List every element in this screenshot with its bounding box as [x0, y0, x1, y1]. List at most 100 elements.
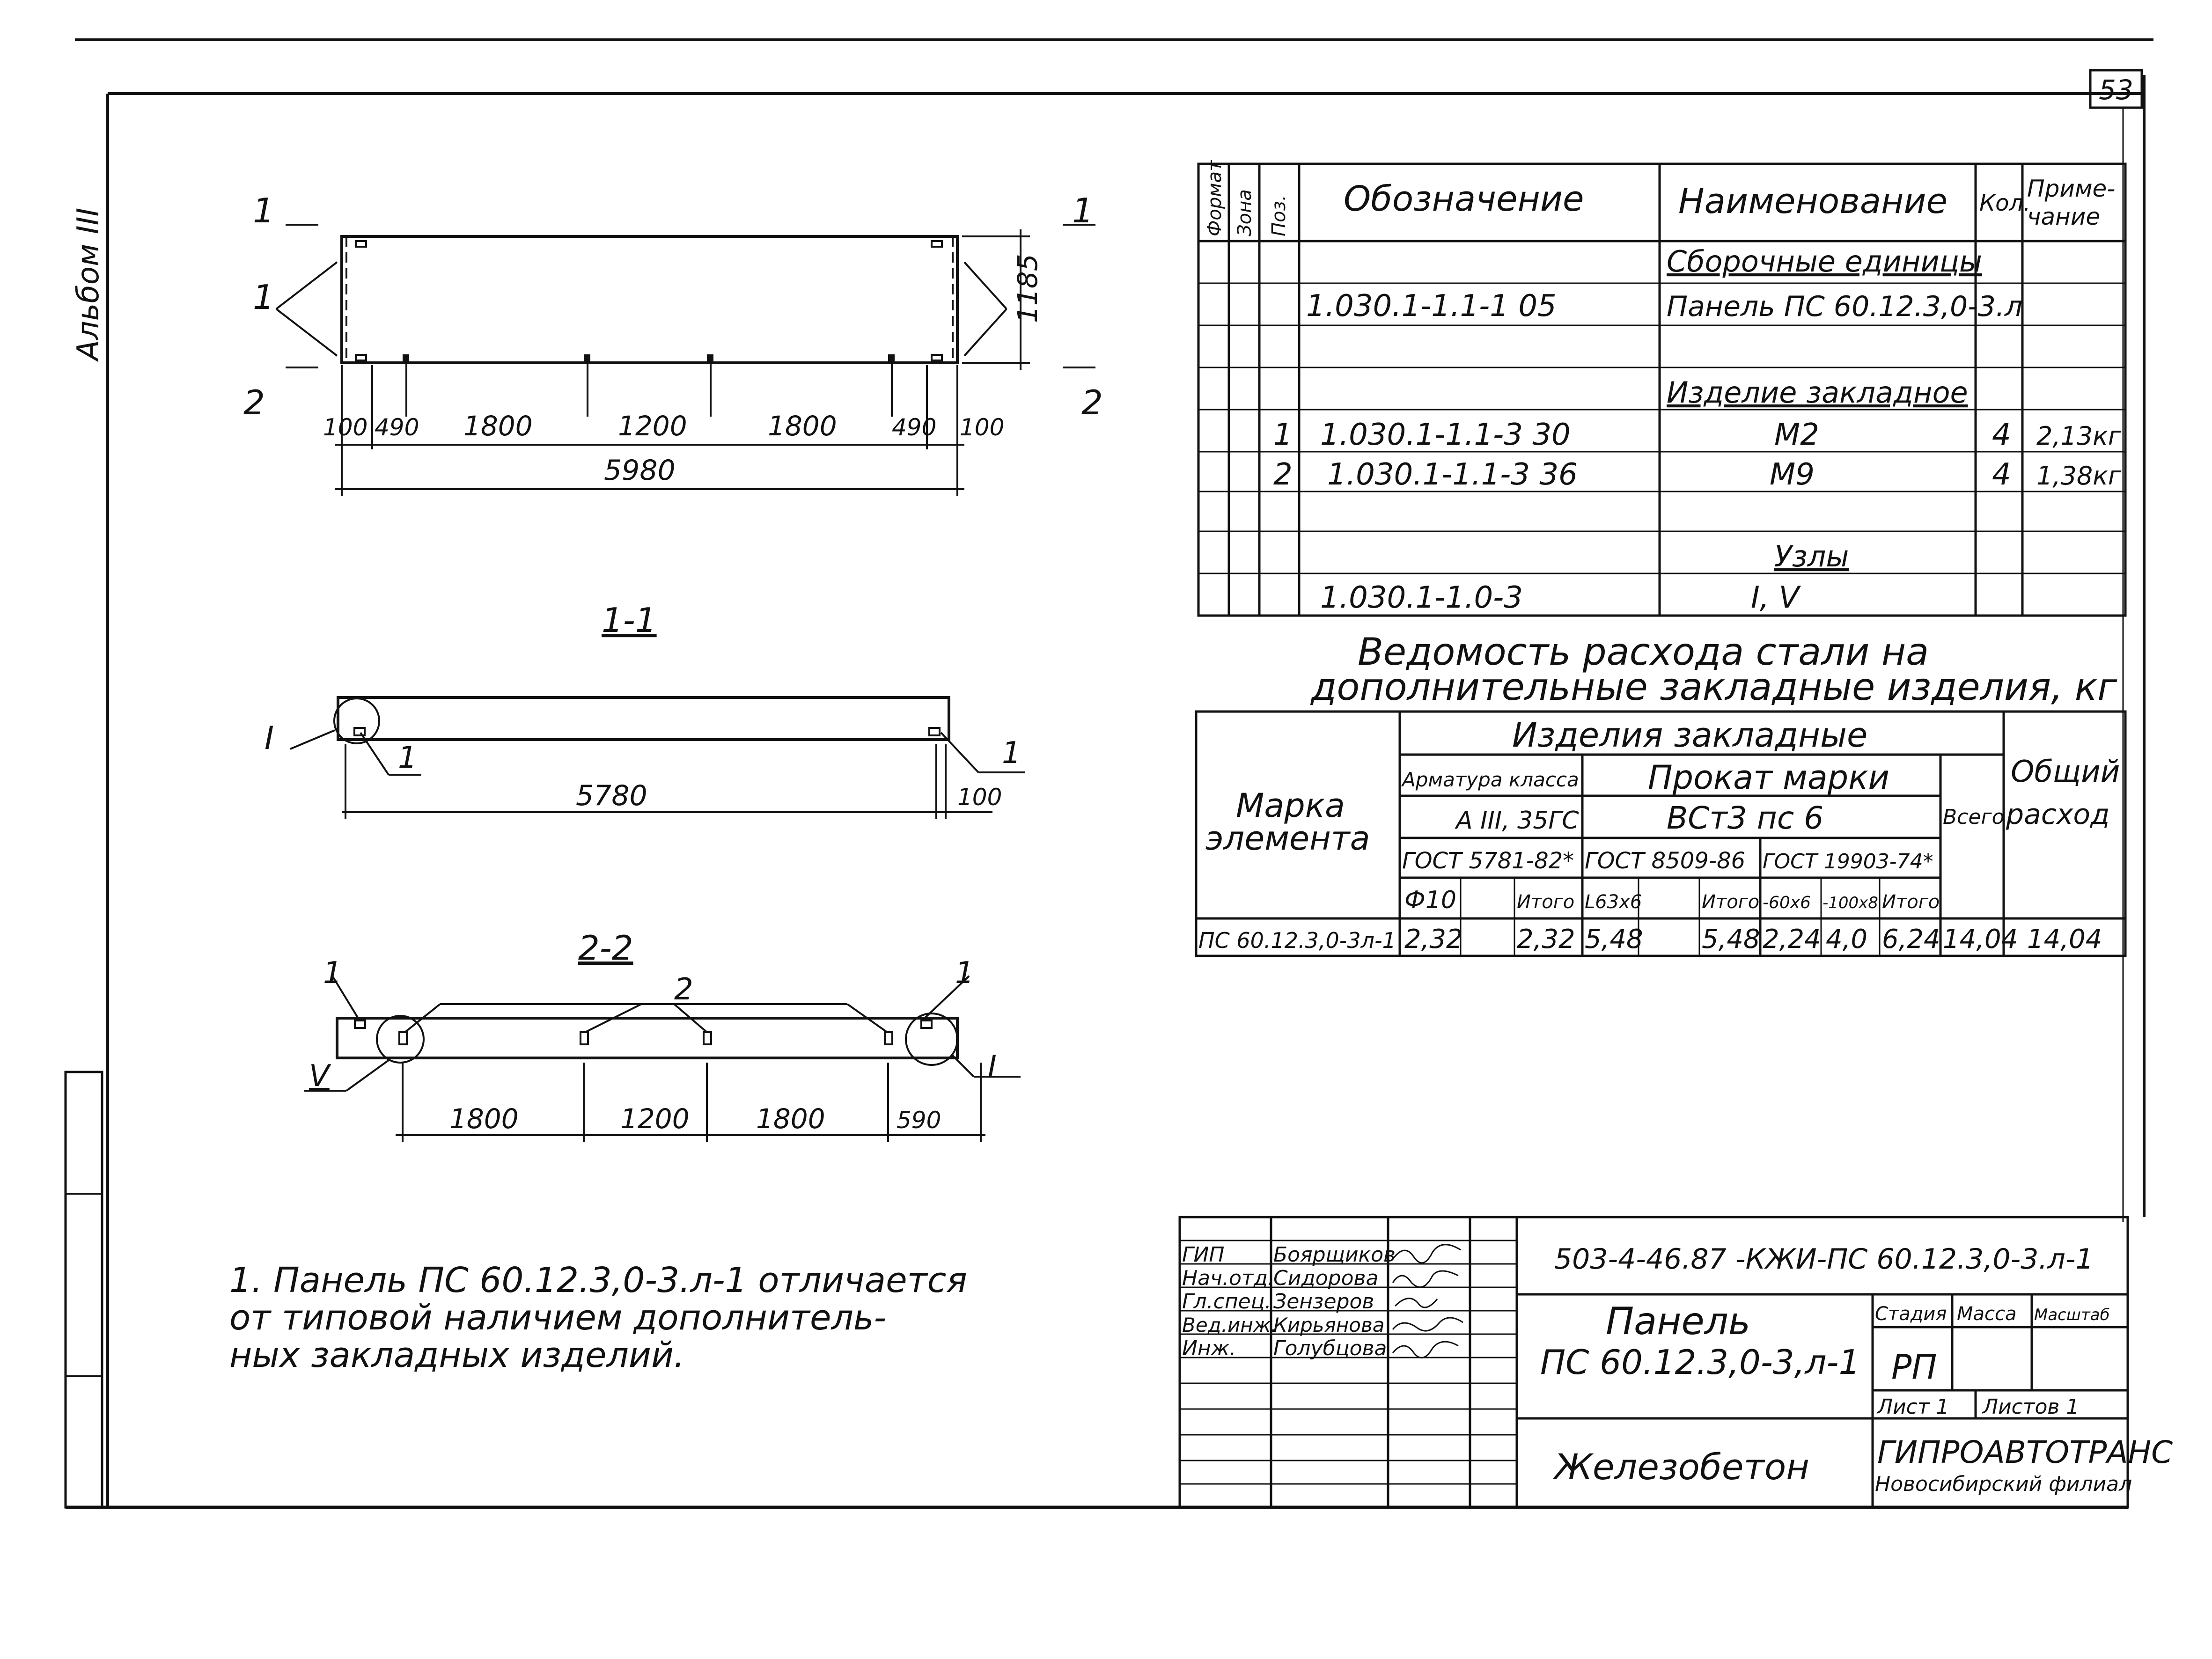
organization-name: ГИПРОАВТОТРАНС — [1877, 1434, 2173, 1470]
svg-text:Итого: Итого — [1517, 891, 1574, 913]
svg-text:4: 4 — [1992, 457, 2011, 492]
svg-text:490: 490 — [375, 414, 419, 441]
steel-rebar-grade: А III, 35ГС — [1455, 807, 1579, 835]
stage-label: Стадия — [1875, 1303, 1947, 1325]
svg-text:Гл.спец.: Гл.спец. — [1182, 1290, 1271, 1314]
svg-text:1800: 1800 — [768, 410, 837, 442]
steel-total-header-1: Общий — [2011, 755, 2120, 789]
organization-branch: Новосибирский филиал — [1875, 1472, 2132, 1496]
svg-text:100: 100 — [960, 414, 1004, 441]
svg-text:4: 4 — [1992, 418, 2011, 452]
svg-text:Голубцова: Голубцова — [1273, 1336, 1387, 1360]
svg-text:Кирьянова: Кирьянова — [1273, 1314, 1384, 1336]
steel-rolled-title: Прокат марки — [1648, 758, 1889, 797]
section-1-1-title: 1-1 — [602, 601, 657, 640]
svg-text:4,0: 4,0 — [1826, 924, 1867, 954]
svg-text:14,04: 14,04 — [2027, 924, 2102, 954]
svg-text:1800: 1800 — [463, 410, 533, 442]
spec-header-note-2: чание — [2027, 203, 2100, 230]
svg-text:2: 2 — [1273, 457, 1293, 492]
section-2-2-drawing — [304, 975, 1021, 1142]
sheets-count: Листов 1 — [1982, 1395, 2079, 1419]
svg-text:1800: 1800 — [449, 1103, 519, 1135]
steel-rebar-class: Арматура класса — [1401, 768, 1579, 791]
section-2-2-title: 2-2 — [578, 928, 633, 968]
title-block-names: Боярщиков Сидорова Зензеров Кирьянова Го… — [1273, 1243, 1396, 1360]
sheet-number: Лист 1 — [1876, 1395, 1949, 1419]
steel-total-all-header: Всего — [1943, 805, 2004, 829]
svg-text:ГИП: ГИП — [1182, 1243, 1225, 1267]
plan-callout: 1 — [253, 278, 274, 317]
svg-text:Итого: Итого — [1882, 891, 1940, 913]
svg-text:1.030.1-1.0-3: 1.030.1-1.0-3 — [1320, 580, 1523, 615]
steel-rolled-grade: ВСт3 пс 6 — [1667, 800, 1823, 836]
svg-text:ных закладных изделий.: ных закладных изделий. — [229, 1335, 685, 1375]
section-2-2-node-right: I — [988, 1050, 997, 1084]
title-block-title-2: ПС 60.12.3,0-3,л-1 — [1540, 1343, 1860, 1382]
svg-text:1200: 1200 — [620, 1103, 690, 1135]
steel-total-header-2: расход — [2006, 798, 2110, 831]
svg-text:Ф10: Ф10 — [1404, 886, 1456, 914]
svg-text:14,04: 14,04 — [1943, 924, 2018, 954]
note-text: 1. Панель ПС 60.12.3,0-3.л-1 отличается … — [229, 1260, 967, 1375]
svg-text:М2: М2 — [1774, 418, 1819, 452]
svg-text:от типовой наличием дополни: от типовой наличием дополнитель- — [229, 1298, 886, 1338]
svg-text:ПС 60.12.3,0-3л-1: ПС 60.12.3,0-3л-1 — [1198, 928, 1396, 953]
section-1-1-callout-right: 1 — [1002, 736, 1021, 771]
spec-row: Узлы — [1774, 539, 1849, 573]
svg-text:-100х8: -100х8 — [1823, 894, 1878, 912]
spec-row: 2 1.030.1-1.1-3 36 М9 4 1,38кг — [1273, 457, 2122, 492]
svg-text:М9: М9 — [1770, 457, 1815, 492]
scale-label: Масштаб — [2034, 1306, 2110, 1324]
stage-value: РП — [1891, 1347, 1937, 1387]
spec-row: Изделие закладное — [1667, 375, 1968, 410]
steel-title-1: Ведомость расхода стали на — [1358, 630, 1929, 674]
plan-height-dim: 1185 — [1012, 254, 1044, 323]
plan-view — [275, 224, 1095, 496]
svg-text:L63х6: L63х6 — [1585, 891, 1642, 913]
spec-header-designation: Обозначение — [1344, 179, 1584, 219]
svg-text:Инж.: Инж. — [1182, 1336, 1236, 1360]
svg-text:I, V: I, V — [1751, 580, 1801, 615]
svg-text:1.030.1-1.1-3 30: 1.030.1-1.1-3 30 — [1320, 418, 1571, 452]
section-mark-1-right: 1 — [1072, 191, 1094, 230]
album-label: Альбом III — [71, 208, 106, 362]
svg-text:590: 590 — [897, 1107, 941, 1134]
svg-text:490: 490 — [892, 414, 936, 441]
spec-table-grid — [1197, 162, 2127, 617]
section-1-1-drawing — [290, 696, 1025, 819]
svg-text:1. Панель ПС 60.12.3,0-3.л-1: 1. Панель ПС 60.12.3,0-3.л-1 отличается — [229, 1260, 967, 1300]
svg-text:1800: 1800 — [756, 1103, 825, 1135]
svg-text:2,32: 2,32 — [1517, 924, 1575, 954]
spec-header-zone: Зона — [1234, 189, 1256, 236]
section-1-1-edge-dim: 100 — [957, 784, 1002, 811]
section-2-2-callout-right: 1 — [955, 956, 974, 991]
steel-data-row: ПС 60.12.3,0-3л-1 2,32 2,32 5,48 5,48 2,… — [1198, 924, 2102, 954]
steel-table-headers: Марка элемента Изделия закладные Арматур… — [1205, 715, 2120, 914]
mass-label: Масса — [1957, 1303, 2017, 1325]
svg-text:Узлы: Узлы — [1774, 539, 1849, 573]
spec-header-format: Формат — [1204, 160, 1226, 236]
spec-row: 1 1.030.1-1.1-3 30 М2 4 2,13кг — [1273, 418, 2122, 452]
svg-text:1: 1 — [1273, 418, 1293, 452]
steel-table-grid — [1195, 710, 2127, 957]
plan-segment-dims: 100 490 1800 1200 1800 490 100 — [323, 410, 1004, 442]
section-2-2-dims: 1800 1200 1800 590 — [449, 1103, 941, 1135]
svg-text:2,13кг: 2,13кг — [2036, 421, 2122, 451]
svg-text:Боярщиков: Боярщиков — [1273, 1243, 1396, 1267]
title-block-grid — [1178, 1216, 2129, 1509]
svg-text:Сборочные единицы: Сборочные единицы — [1667, 244, 1982, 279]
svg-text:Вед.инж.: Вед.инж. — [1182, 1314, 1277, 1336]
svg-text:Изделие закладное: Изделие закладное — [1667, 375, 1968, 410]
steel-gost-1: ГОСТ 8509-86 — [1585, 848, 1745, 874]
steel-mark-header-1: Марка — [1236, 786, 1345, 825]
section-1-1-callout-left: 1 — [398, 741, 417, 775]
svg-text:-60х6: -60х6 — [1763, 893, 1811, 912]
section-2-2-callout-left: 1 — [323, 956, 342, 991]
steel-group-header: Изделия закладные — [1512, 715, 1867, 755]
title-block-roles: ГИП Нач.отд. Гл.спец. Вед.инж. Инж. — [1182, 1243, 1277, 1360]
title-block-title-1: Панель — [1606, 1299, 1750, 1343]
sheet-frame — [64, 38, 2153, 1509]
svg-text:100: 100 — [323, 414, 367, 441]
svg-text:1200: 1200 — [618, 410, 687, 442]
